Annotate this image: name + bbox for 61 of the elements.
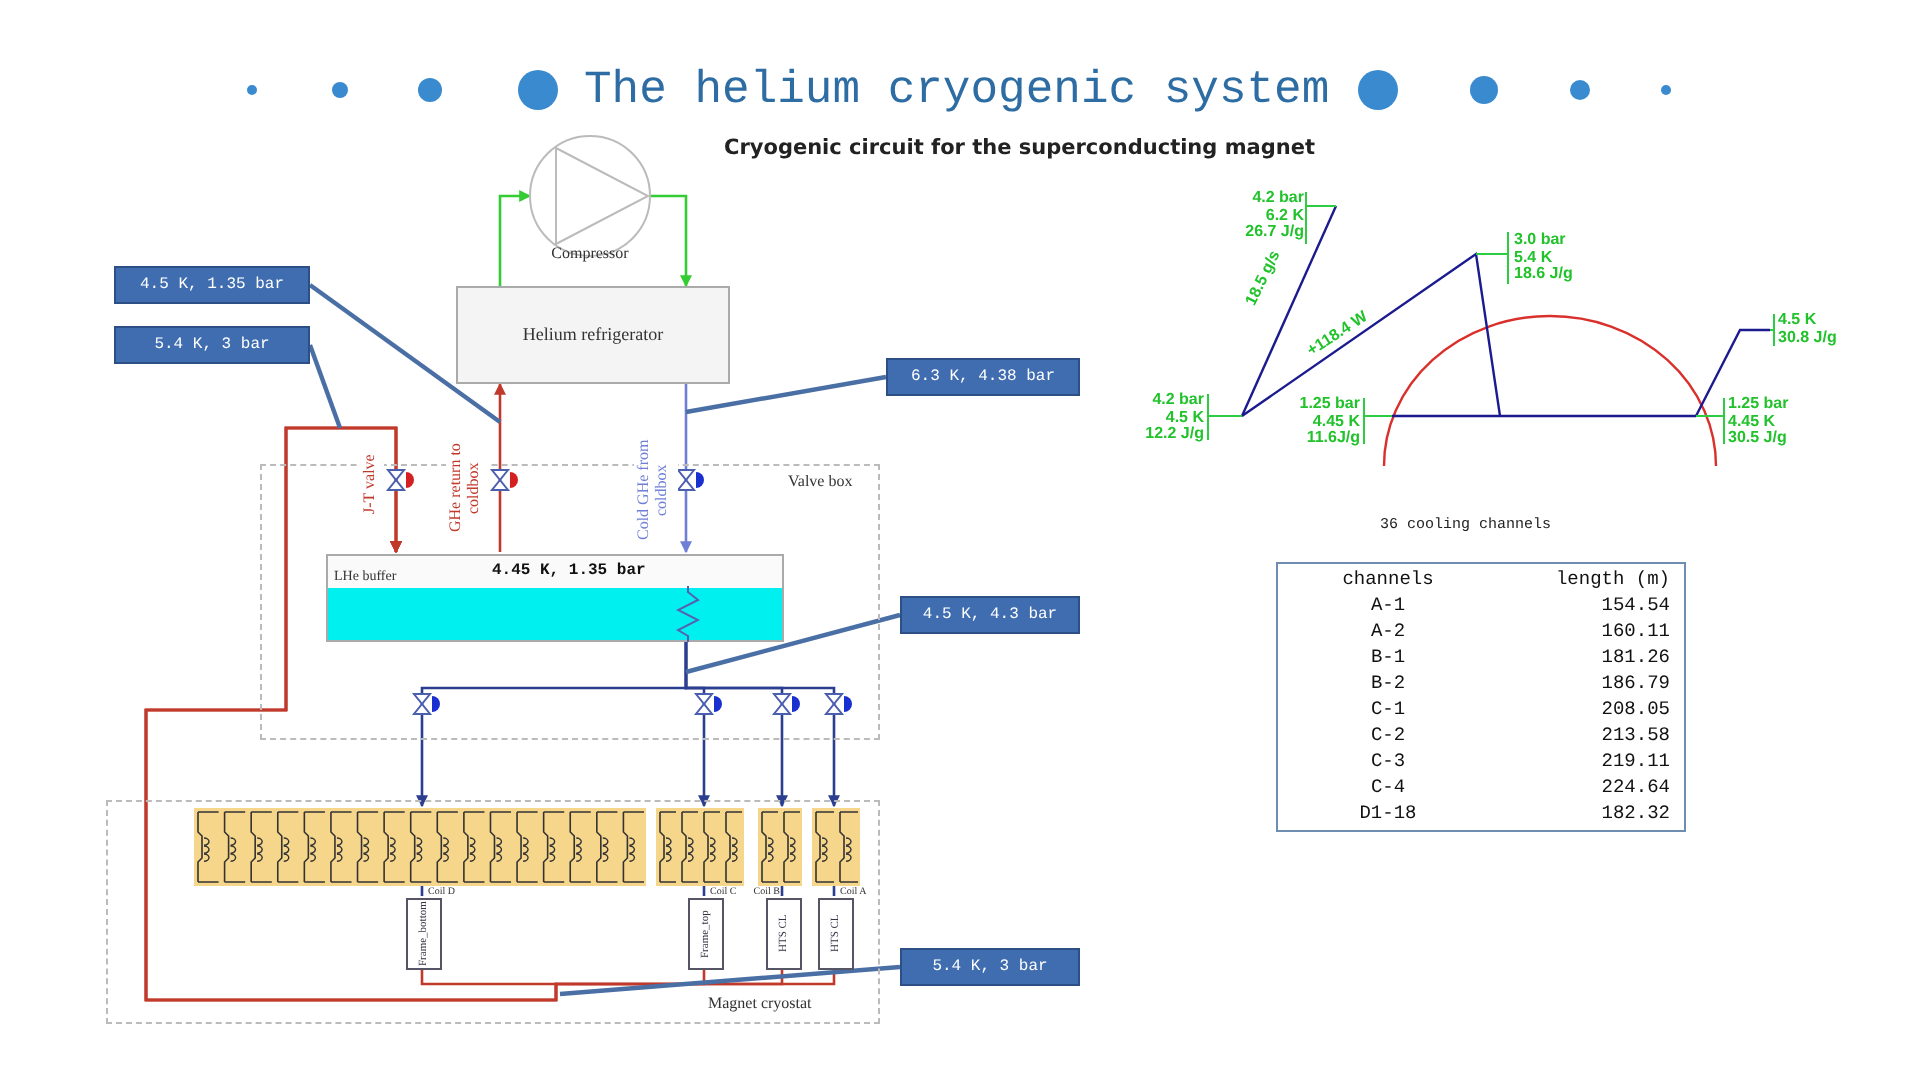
channel-length: 213.58	[1601, 724, 1670, 748]
callout-text: 6.3 K, 4.38 bar	[908, 368, 1057, 386]
pipe-line	[684, 640, 840, 808]
leader-line	[685, 612, 901, 675]
channel-name: A-1	[1368, 594, 1408, 618]
enclosure-label: Valve box	[788, 472, 853, 490]
title: The helium cryogenic system	[584, 64, 1330, 116]
channel-length: 160.11	[1601, 620, 1670, 644]
enclosure-label: Magnet cryostat	[708, 994, 812, 1012]
callout-box	[114, 326, 310, 364]
channel-name: B-2	[1368, 672, 1408, 696]
subtitle: Cryogenic circuit for the superconducting magnet	[724, 136, 1315, 160]
current-lead-box	[406, 898, 442, 970]
channel-length: 219.11	[1601, 750, 1670, 774]
enclosure-outline	[106, 800, 880, 1024]
leader-line	[307, 344, 343, 429]
flow-rate-label: 18.5 g/s	[1239, 245, 1286, 313]
channel-name: D1-18	[1357, 802, 1419, 826]
channel-length: 186.79	[1601, 672, 1670, 696]
condition-label: 4.45 K, 1.35 bar	[492, 562, 646, 580]
channel-length: 182.32	[1601, 802, 1670, 826]
callout-box	[900, 948, 1080, 986]
channel-name: B-1	[1368, 646, 1408, 670]
state-point-label: 1.25 bar 4.45 K 11.6J/g	[1297, 396, 1360, 447]
leader-line	[685, 374, 887, 415]
pipe-line	[650, 194, 692, 288]
box-label: Helium refrigerator	[520, 324, 666, 344]
callout-text: 5.4 K, 3 bar	[930, 958, 1050, 976]
callout-text: 4.5 K, 1.35 bar	[137, 276, 286, 294]
current-lead-box	[818, 898, 854, 970]
callout-box	[886, 358, 1080, 396]
channel-name: C-3	[1368, 750, 1408, 774]
pipe-line	[498, 190, 532, 286]
callout-box	[114, 266, 310, 304]
channel-name: C-2	[1368, 724, 1408, 748]
column-header: channels	[1340, 568, 1436, 592]
channel-name: C-1	[1368, 698, 1408, 722]
channel-length: 224.64	[1601, 776, 1670, 800]
callout-text: 5.4 K, 3 bar	[152, 336, 272, 354]
state-point-label: 4.2 bar 6.2 K 26.7 J/g	[1243, 190, 1304, 241]
buffer-tank	[326, 554, 784, 642]
pipe-line	[494, 382, 506, 552]
refrigerator-box	[456, 286, 730, 384]
state-point-label: 1.25 bar 4.45 K 30.5 J/g	[1728, 396, 1791, 447]
callout-box	[900, 596, 1080, 634]
compressor-label: Compressor	[549, 244, 631, 262]
channel-length: 181.26	[1601, 646, 1670, 670]
channel-length: 208.05	[1601, 698, 1670, 722]
current-lead-box	[766, 898, 802, 970]
state-point-label: 4.2 bar 4.5 K 12.2 J/g	[1143, 392, 1204, 443]
current-lead-box	[688, 898, 724, 970]
column-header: length (m)	[1555, 568, 1670, 592]
leader-line	[308, 283, 502, 424]
channel-name: A-2	[1368, 620, 1408, 644]
channel-name: C-4	[1368, 776, 1408, 800]
channel-length: 154.54	[1601, 594, 1670, 618]
leader-line	[559, 964, 901, 997]
state-point-label: 4.5 K 30.8 J/g	[1778, 312, 1839, 346]
pipe-line	[680, 384, 692, 554]
callout-text: 4.5 K, 4.3 bar	[920, 606, 1060, 624]
state-point-label: 3.0 bar 5.4 K 18.6 J/g	[1514, 232, 1575, 283]
